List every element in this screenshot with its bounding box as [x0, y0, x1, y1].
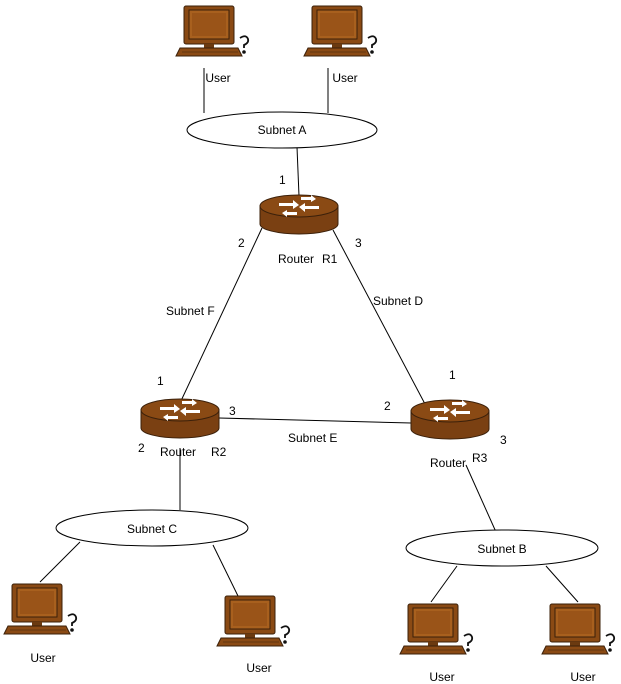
router-icon	[410, 399, 490, 440]
router-r3-port-1: 1	[449, 368, 456, 382]
subnet-a: Subnet A	[186, 111, 378, 149]
router-r2-port-1: 1	[157, 374, 164, 388]
desktop-computer-icon	[399, 603, 474, 655]
link-subnet-a-r1	[296, 146, 300, 197]
link-subnet-c-userc2	[212, 544, 239, 597]
link-r3-subnet-b	[465, 464, 497, 533]
subnet-d-label: Subnet D	[373, 294, 423, 308]
subnet-b-ellipse	[405, 529, 599, 567]
router-r1-id: R1	[322, 252, 338, 266]
router-r1-port-2: 2	[238, 236, 245, 250]
router-r3-port-2: 2	[384, 399, 391, 413]
router-icon	[140, 398, 220, 439]
user-a1-label: User	[205, 71, 230, 85]
router-r3-id: R3	[472, 451, 488, 465]
user-c1-label: User	[30, 651, 55, 665]
router-r2-port-2: 2	[138, 441, 145, 455]
link-subnet-b-userb1	[430, 565, 458, 603]
user-b2: User	[541, 603, 616, 684]
subnet-c-label: Subnet C	[127, 522, 177, 536]
link-subnet-f	[179, 227, 263, 404]
subnet-a-label: Subnet A	[258, 123, 307, 137]
desktop-computer-icon	[175, 5, 250, 57]
desktop-computer-icon	[303, 5, 378, 57]
user-a2-label: User	[332, 71, 357, 85]
subnet-a-ellipse	[186, 111, 378, 149]
router-r2-port-3: 3	[229, 404, 236, 418]
connection-lines	[39, 68, 579, 603]
subnet-e-label: Subnet E	[288, 431, 337, 445]
subnet-c-ellipse	[55, 509, 249, 547]
user-b1: User	[399, 603, 474, 684]
desktop-computer-icon	[216, 595, 291, 647]
router-r3: Router R3 1 2 3	[384, 368, 507, 470]
link-subnet-e	[218, 417, 412, 424]
router-r2-id: R2	[211, 445, 227, 459]
user-a1: User	[175, 5, 250, 85]
router-r1-label: Router	[278, 252, 314, 266]
subnet-f-label: Subnet F	[166, 304, 215, 318]
user-c2: User	[216, 595, 291, 675]
subnet-b-label: Subnet B	[477, 542, 526, 556]
router-r1-port-1: 1	[279, 173, 286, 187]
desktop-computer-icon	[541, 603, 616, 655]
router-r1: Router R1 1 2 3	[238, 173, 362, 266]
link-subnet-b-userb2	[545, 565, 579, 603]
desktop-computer-icon	[3, 583, 78, 635]
subnet-c: Subnet C	[55, 509, 249, 547]
user-c1: User	[3, 583, 78, 665]
link-subnet-d	[332, 229, 426, 405]
router-r2-label: Router	[160, 445, 196, 459]
router-r2: Router R2 1 2 3	[138, 374, 236, 459]
user-a2: User	[303, 5, 378, 85]
user-b2-label: User	[570, 670, 595, 684]
router-r3-label: Router	[430, 456, 466, 470]
router-r3-port-3: 3	[500, 433, 507, 447]
router-r1-port-3: 3	[355, 236, 362, 250]
subnet-b: Subnet B	[405, 529, 599, 567]
router-icon	[259, 194, 339, 235]
link-subnet-c-userc1	[39, 541, 81, 583]
user-c2-label: User	[246, 661, 271, 675]
user-b1-label: User	[429, 670, 454, 684]
